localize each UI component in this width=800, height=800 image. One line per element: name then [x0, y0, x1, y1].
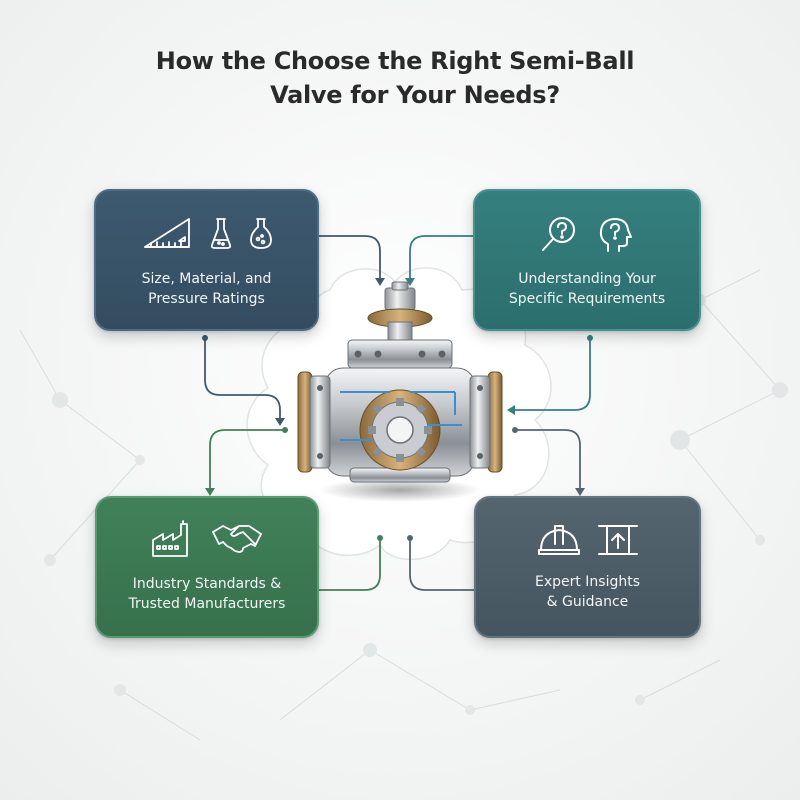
hard-hat-icon [537, 525, 580, 555]
page-title: How the Choose the Right Semi-Ball Valve… [0, 44, 800, 112]
card-size-material-pressure: Size, Material, and Pressure Ratings [94, 189, 319, 331]
card-expert-insights: Expert Insights & Guidance [474, 496, 701, 638]
handshake-icon [212, 525, 262, 553]
flask-icon [210, 218, 231, 249]
card-label-line-1: Size, Material, and [141, 271, 272, 287]
flask-icon [249, 218, 272, 249]
title-line-1: How the Choose the Right Semi-Ball [155, 47, 635, 75]
magnifier-question-icon [542, 217, 575, 251]
card-label-line-2: & Guidance [546, 594, 629, 610]
factory-icon [152, 520, 188, 557]
card-label-line-2: Specific Requirements [508, 291, 666, 307]
card-label-line-2: Pressure Ratings [148, 291, 265, 307]
head-question-icon [599, 218, 632, 252]
ruler-triangle-icon [143, 218, 190, 248]
document-upload-icon [597, 525, 638, 555]
card-industry-standards: Industry Standards & Trusted Manufacture… [95, 496, 319, 638]
card-label-line-2: Trusted Manufacturers [128, 596, 286, 612]
card-specific-requirements: Understanding Your Specific Requirements [473, 189, 701, 331]
card-label-line-1: Understanding Your [518, 271, 656, 287]
connector-top-left [315, 235, 381, 278]
semi-ball-valve-icon [297, 281, 503, 502]
card-label-line-1: Expert Insights [534, 574, 641, 590]
title-line-2: Valve for Your Needs? [270, 81, 560, 109]
card-label-line-1: Industry Standards & [132, 576, 282, 592]
